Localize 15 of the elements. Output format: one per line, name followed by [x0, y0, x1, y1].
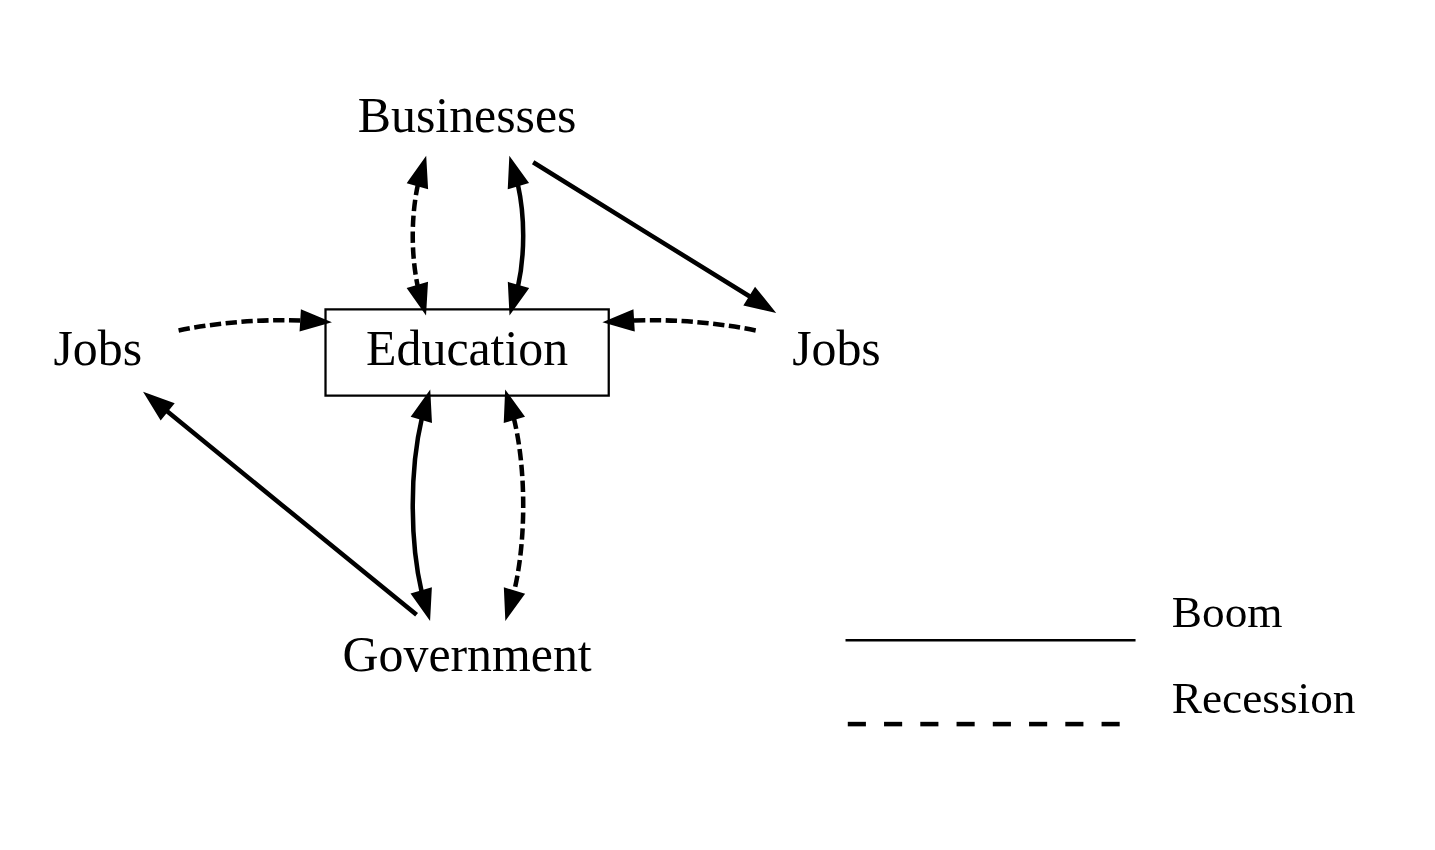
- arrow: [531, 160, 777, 313]
- node-text: Businesses: [357, 87, 577, 143]
- legend-label: Recession: [1171, 672, 1356, 723]
- arrow: [410, 389, 432, 621]
- arrow: [602, 309, 757, 333]
- node-text: Jobs: [53, 321, 143, 377]
- arrow: [503, 389, 526, 621]
- arrow: [507, 155, 530, 316]
- node-box: Education: [324, 308, 610, 397]
- node-text: Government: [342, 627, 592, 683]
- arrow: [178, 309, 332, 333]
- node-text: Jobs: [792, 321, 881, 377]
- arrow: [406, 155, 429, 316]
- legend-label: Boom: [1171, 586, 1283, 637]
- arrow: [143, 391, 418, 617]
